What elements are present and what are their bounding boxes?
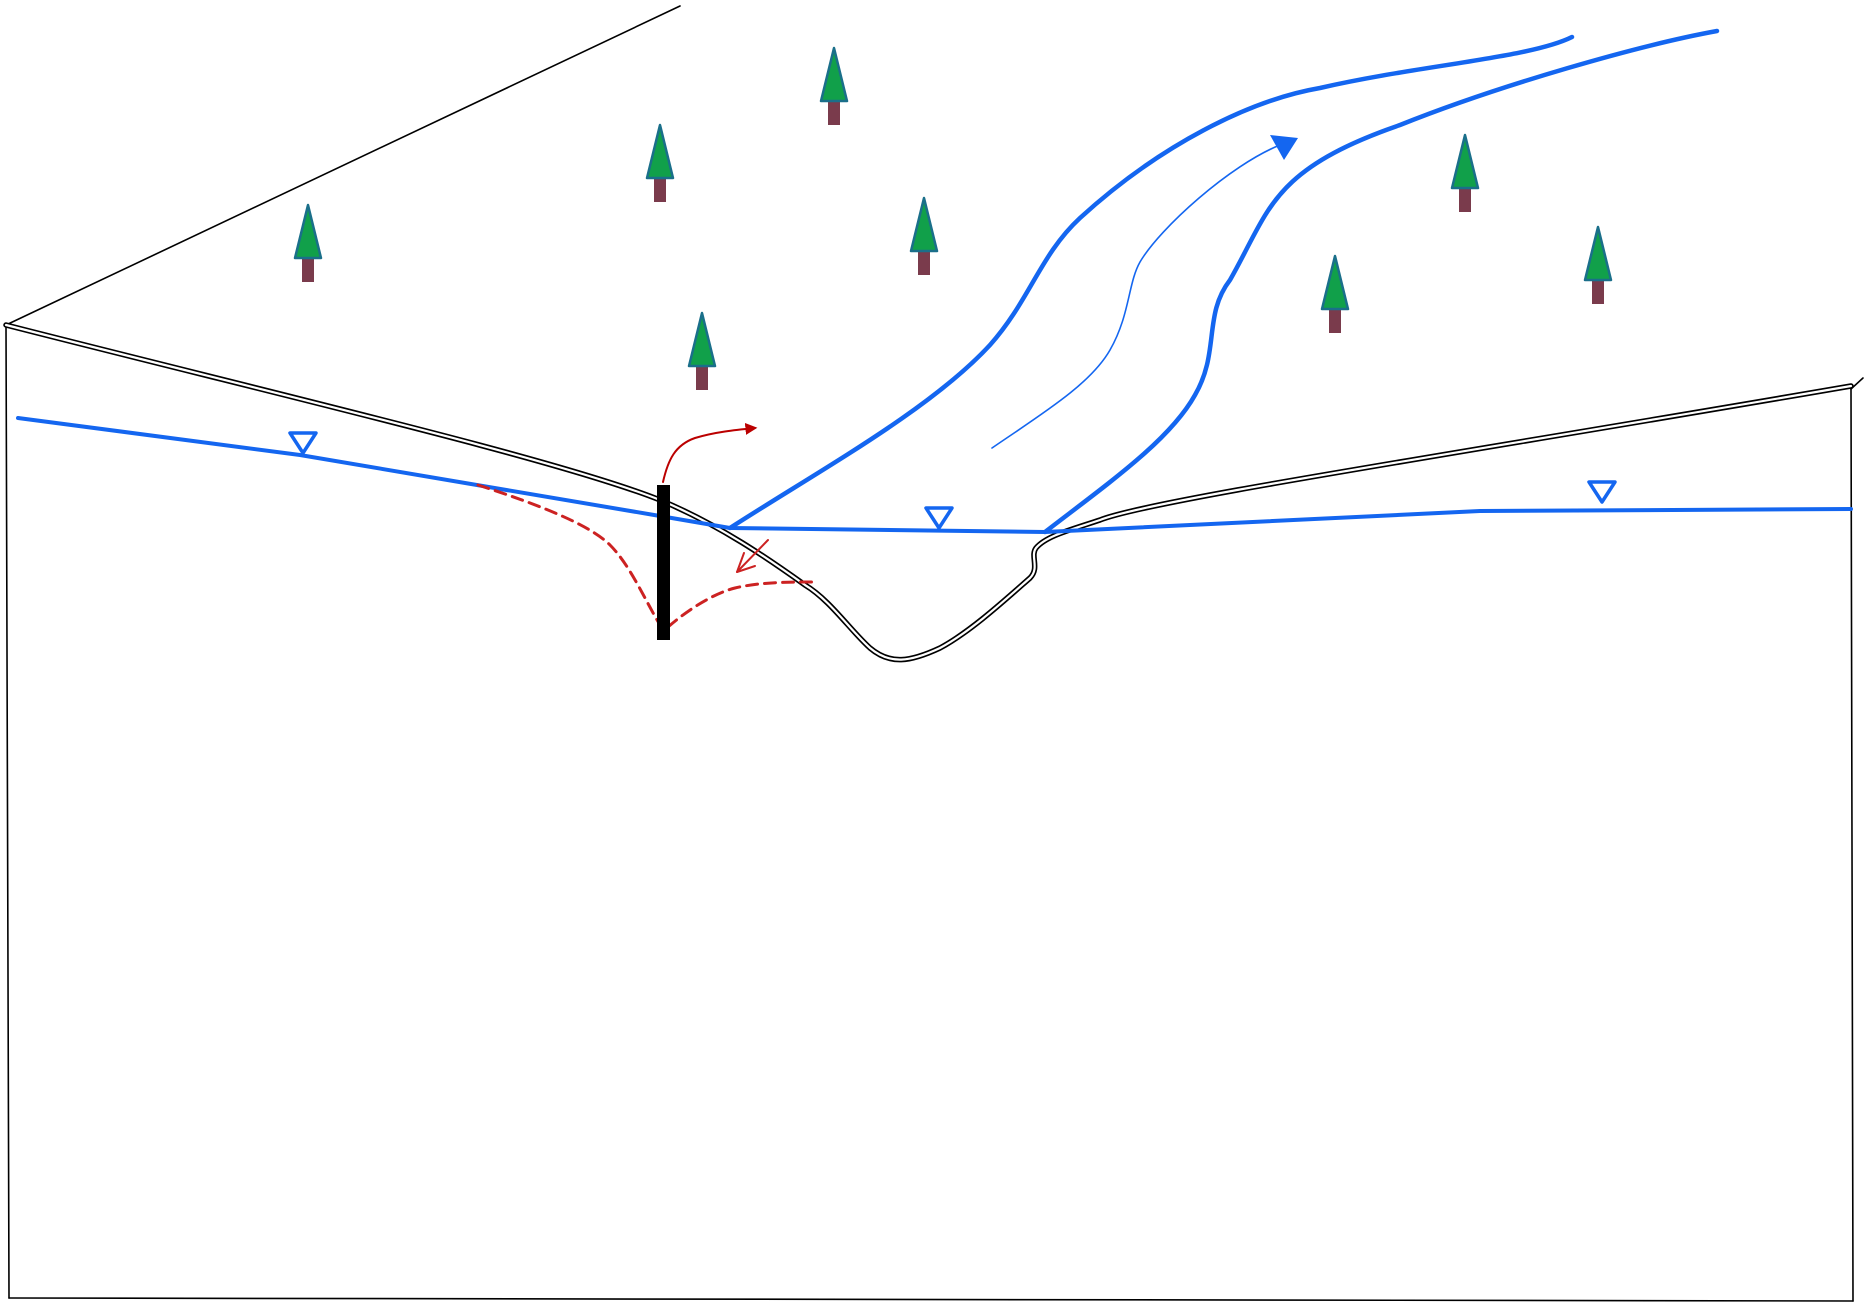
conifer-tree-icon (1452, 135, 1478, 212)
bottom-edge-line (9, 1298, 1853, 1301)
stream-bank-right (1045, 31, 1717, 532)
inverted-triangle-icon (290, 433, 316, 453)
conifer-tree-icon (821, 48, 847, 125)
drawdown-cone-left (478, 485, 660, 625)
stream-flow-line (992, 145, 1280, 448)
conifer-tree-icon (689, 313, 715, 390)
tree-trunk (1329, 307, 1341, 333)
tree-trunk (302, 256, 314, 282)
conifer-tree-icon (911, 198, 937, 275)
inverted-triangle-icon (1589, 482, 1615, 502)
tree-trunk (696, 364, 708, 390)
tree-trunk (1459, 186, 1471, 212)
tree-crown (647, 125, 673, 178)
trees (295, 48, 1611, 390)
conifer-tree-icon (295, 205, 321, 282)
tree-crown (911, 198, 937, 251)
block-outline (6, 6, 1863, 1301)
land-surface-left-slope (6, 325, 1851, 660)
tree-crown (1322, 256, 1348, 309)
tree-crown (821, 48, 847, 101)
drawdown-cone-right (668, 582, 812, 627)
land-surface (6, 325, 1851, 660)
tree-trunk (1592, 278, 1604, 304)
left-edge-line (6, 325, 9, 1298)
land-surface-inner-line (6, 325, 1851, 660)
conifer-tree-icon (647, 125, 673, 202)
tree-crown (1585, 227, 1611, 280)
tree-trunk (918, 249, 930, 275)
conifer-tree-icon (1585, 227, 1611, 304)
conifer-tree-icon (1322, 256, 1348, 333)
tree-trunk (654, 176, 666, 202)
tree-crown (689, 313, 715, 366)
back-edge-line (6, 6, 680, 325)
tree-crown (1452, 135, 1478, 188)
pumping-discharge-arrow (663, 428, 755, 482)
right-edge-line (1851, 389, 1853, 1301)
pumping-well (657, 485, 670, 640)
tree-crown (295, 205, 321, 258)
inverted-triangle-icon (926, 508, 952, 528)
tree-trunk (828, 99, 840, 125)
